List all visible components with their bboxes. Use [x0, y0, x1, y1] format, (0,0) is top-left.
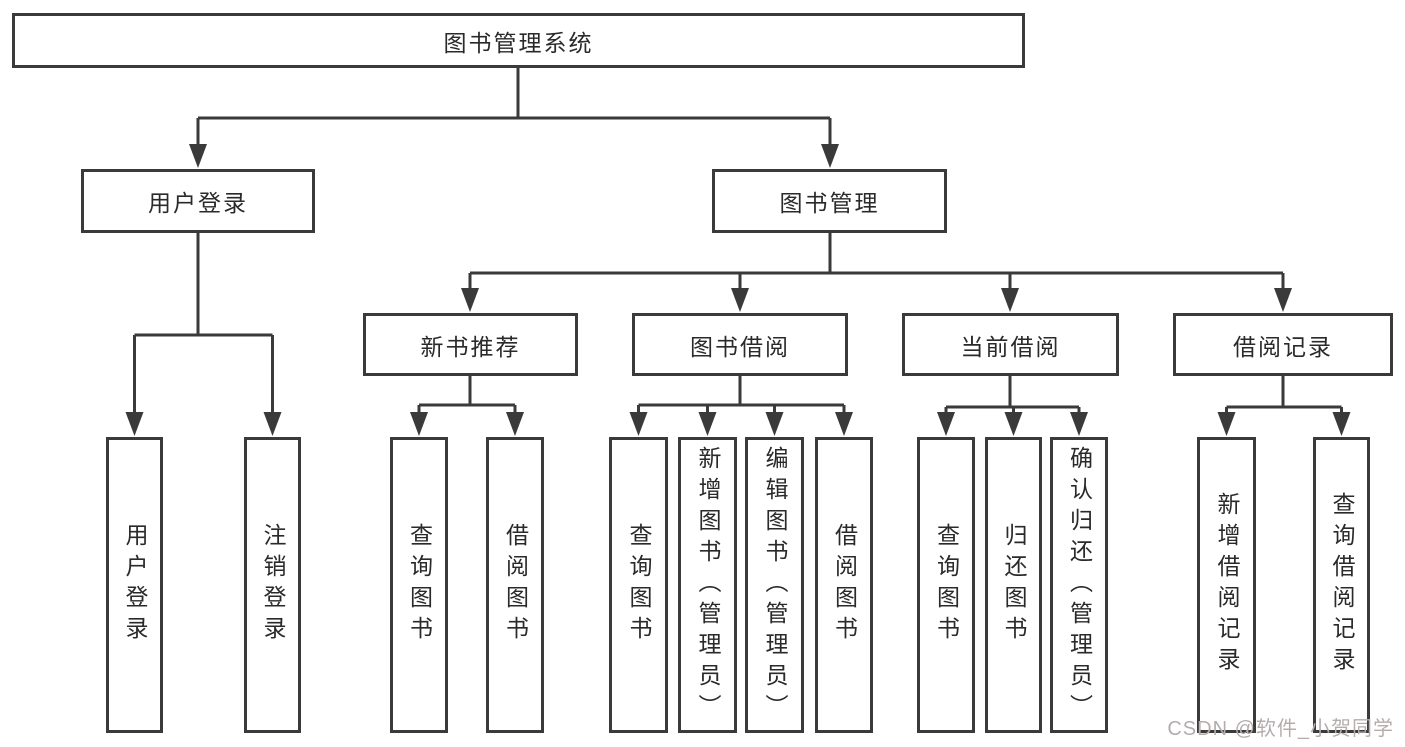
- leaf-query-book-current-label: 查询图书: [933, 523, 960, 647]
- node-user-login: 用户登录: [81, 169, 315, 233]
- leaf-query-book-borrow-label: 查询图书: [626, 523, 652, 647]
- leaf-borrow-book-recommend: 借阅图书: [486, 437, 544, 733]
- node-book-management: 图书管理: [712, 169, 947, 233]
- leaf-borrow-book-label: 借阅图书: [831, 523, 858, 647]
- csdn-watermark: CSDN @软件_小贺同学: [1167, 718, 1394, 740]
- node-new-book-recommend-label: 新书推荐: [420, 333, 521, 360]
- node-book-borrow: 图书借阅: [632, 313, 848, 376]
- node-book-borrow-label: 图书借阅: [690, 333, 790, 360]
- leaf-query-book-current: 查询图书: [917, 437, 975, 733]
- leaf-query-book-borrow: 查询图书: [609, 437, 668, 733]
- leaf-user-login-label: 用户登录: [122, 523, 148, 647]
- node-borrow-record-label: 借阅记录: [1233, 333, 1333, 360]
- leaf-return-book: 归还图书: [985, 437, 1042, 733]
- leaf-edit-book-admin-label: 编辑图书（管理员）: [762, 445, 788, 725]
- node-user-login-label: 用户登录: [148, 190, 248, 216]
- leaf-confirm-return-admin-label: 确认归还（管理员）: [1066, 445, 1093, 725]
- arrowhead-icons: [125, 144, 1351, 436]
- leaf-edit-book-admin: 编辑图书（管理员）: [745, 437, 804, 733]
- node-current-borrow: 当前借阅: [902, 313, 1119, 376]
- leaf-logout-label: 注销登录: [260, 523, 286, 647]
- node-current-borrow-label: 当前借阅: [960, 333, 1061, 360]
- node-new-book-recommend: 新书推荐: [363, 313, 578, 376]
- leaf-borrow-book: 借阅图书: [815, 437, 873, 733]
- leaf-confirm-return-admin: 确认归还（管理员）: [1050, 437, 1108, 733]
- node-root-label: 图书管理系统: [443, 29, 594, 56]
- leaf-query-borrow-record: 查询借阅记录: [1313, 437, 1370, 733]
- leaf-user-login: 用户登录: [106, 437, 163, 733]
- node-borrow-record: 借阅记录: [1173, 313, 1393, 376]
- leaf-add-borrow-record: 新增借阅记录: [1197, 437, 1256, 733]
- leaf-borrow-book-recommend-label: 借阅图书: [502, 523, 529, 647]
- node-root: 图书管理系统: [12, 13, 1025, 68]
- leaf-logout: 注销登录: [244, 437, 301, 733]
- leaf-query-book-recommend-label: 查询图书: [406, 523, 433, 647]
- leaf-add-book-admin-label: 新增图书（管理员）: [695, 445, 721, 725]
- leaf-add-borrow-record-label: 新增借阅记录: [1214, 492, 1240, 678]
- leaf-add-book-admin: 新增图书（管理员）: [678, 437, 737, 733]
- leaf-query-borrow-record-label: 查询借阅记录: [1329, 492, 1355, 678]
- leaf-return-book-label: 归还图书: [1001, 523, 1027, 647]
- leaf-query-book-recommend: 查询图书: [390, 437, 448, 733]
- node-book-management-label: 图书管理: [779, 190, 880, 216]
